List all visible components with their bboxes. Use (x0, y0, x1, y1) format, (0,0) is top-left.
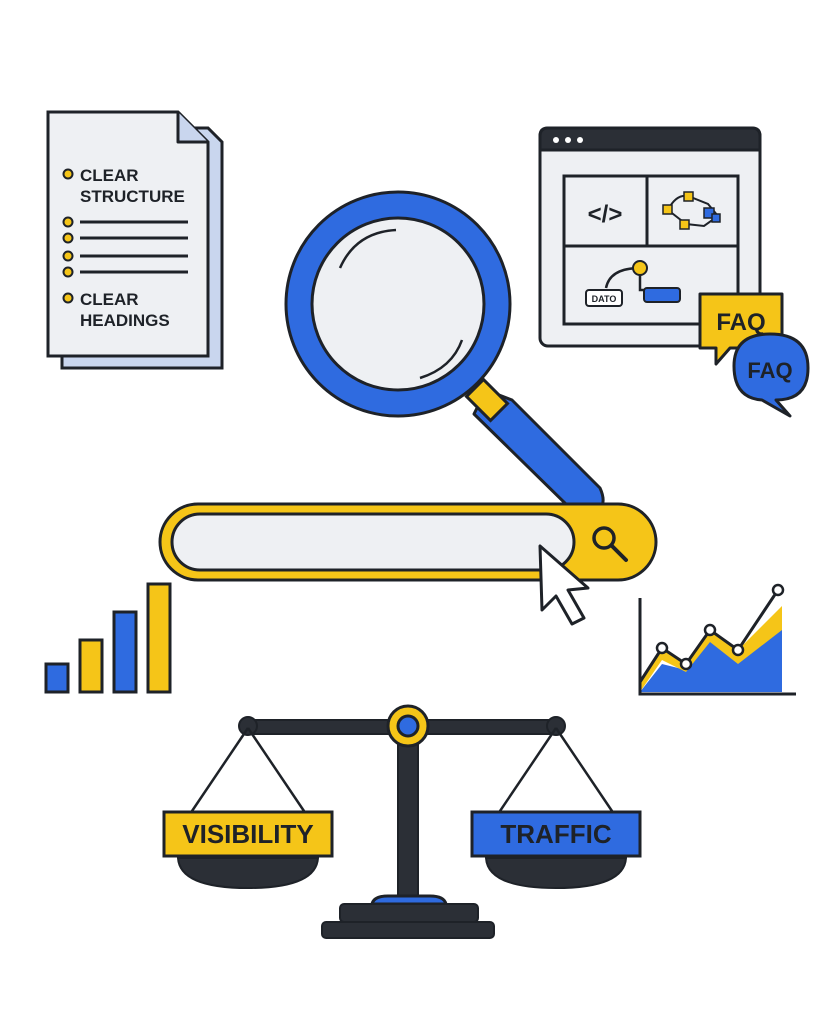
balance-scale-icon (162, 704, 642, 939)
data-tag: DATO (592, 294, 617, 304)
faq-back-label: FAQ (747, 358, 792, 383)
doc-item-2-line2: HEADINGS (80, 311, 170, 330)
search-bar (158, 502, 658, 582)
faq-bubble-icon: FAQ FAQ (698, 292, 810, 418)
code-icon: </> (588, 201, 623, 228)
flowchart-icon (662, 191, 721, 230)
magnifying-glass-icon (284, 190, 605, 518)
search-icon[interactable] (592, 526, 628, 562)
doc-item-1-line1: CLEAR (80, 166, 139, 185)
bar-chart-icon (44, 582, 172, 694)
visibility-label: VISIBILITY (182, 819, 313, 849)
doc-item-1-line2: STRUCTURE (80, 187, 185, 206)
mouse-cursor-icon (538, 544, 590, 626)
traffic-label: TRAFFIC (500, 819, 611, 849)
faq-front-label: FAQ (716, 309, 765, 336)
line-chart-icon (638, 583, 796, 696)
doc-item-2-line1: CLEAR (80, 290, 139, 309)
document-icon: CLEAR STRUCTURE CLEAR HEADINGS (46, 110, 224, 370)
